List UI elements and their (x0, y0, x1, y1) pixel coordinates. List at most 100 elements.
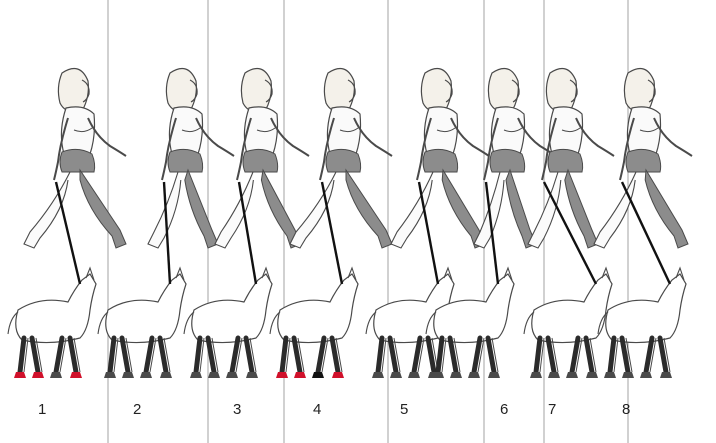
hips-shaded (326, 149, 361, 172)
lead-rope (56, 182, 80, 284)
foal-leg (196, 338, 200, 372)
foal-figure (524, 268, 612, 378)
walker-figure (391, 69, 489, 249)
foal-leg (438, 338, 442, 372)
walker-figure (24, 69, 126, 249)
red-hoof-marker (70, 372, 82, 378)
hips-shaded (60, 149, 95, 172)
lead-rope (322, 182, 342, 284)
hoof (622, 372, 634, 378)
back-leg-outline (290, 172, 336, 248)
foal-figure (184, 268, 272, 378)
foal-leg (110, 338, 114, 372)
red-hoof-marker (14, 372, 26, 378)
hair-shape (546, 69, 576, 113)
foal-body (278, 274, 358, 343)
hoof (566, 372, 578, 378)
back-leg-outline (391, 172, 433, 248)
gait-frame: 8 (594, 69, 692, 419)
hips-shaded (490, 149, 525, 172)
foal-figure (8, 268, 96, 378)
hoof (586, 372, 598, 378)
hoof (208, 372, 220, 378)
hair-shape (324, 69, 354, 113)
hoof (530, 372, 542, 378)
hips-shaded (423, 149, 458, 172)
foal-body (606, 274, 686, 343)
frame-number-label: 2 (133, 401, 141, 418)
back-leg-outline (594, 172, 636, 248)
frame-number-label: 3 (233, 401, 241, 418)
torso-outline (627, 107, 660, 154)
walker-figure (148, 69, 234, 249)
frame-number-label: 1 (38, 401, 46, 418)
foal-body (192, 274, 272, 343)
torso-outline (491, 107, 524, 154)
hoof (160, 372, 172, 378)
front-leg-shaded (185, 170, 218, 248)
walker-figure (215, 69, 309, 249)
front-leg-shaded (565, 170, 598, 248)
torso-outline (327, 107, 360, 154)
red-hoof-marker (332, 372, 344, 378)
front-leg-shaded (80, 170, 126, 248)
torso-outline (61, 107, 94, 154)
torso-outline (549, 107, 582, 154)
hair-shape (241, 69, 271, 113)
foal-body (106, 274, 186, 343)
walker-figure (594, 69, 692, 249)
frame-number-label: 6 (500, 401, 508, 418)
frame-number-label: 7 (548, 401, 556, 418)
hoof (432, 372, 444, 378)
red-hoof-marker (276, 372, 288, 378)
hoof (226, 372, 238, 378)
foal-figure (270, 268, 358, 378)
foal-leg (20, 338, 24, 372)
foal-body (16, 274, 96, 343)
hoof (246, 372, 258, 378)
hoof (640, 372, 652, 378)
foal-leg (536, 338, 540, 372)
hips-shaded (168, 149, 203, 172)
red-hoof-marker (294, 372, 306, 378)
foal-figure (98, 268, 186, 378)
hoof (604, 372, 616, 378)
torso-outline (424, 107, 457, 154)
hips-shaded (243, 149, 278, 172)
hips-shaded (626, 149, 661, 172)
hoof (140, 372, 152, 378)
torso-outline (244, 107, 277, 154)
walker-figure (290, 69, 392, 249)
hair-shape (421, 69, 451, 113)
hair-shape (58, 69, 88, 113)
hair-shape (488, 69, 518, 113)
hoof (450, 372, 462, 378)
foal-leg (378, 338, 382, 372)
hair-shape (624, 69, 654, 113)
red-hoof-marker (32, 372, 44, 378)
hoof (312, 372, 324, 378)
hoof (190, 372, 202, 378)
gait-frame: 4 (270, 69, 392, 419)
hoof (468, 372, 480, 378)
hoof (104, 372, 116, 378)
hoof (488, 372, 500, 378)
frames-group: 1 2 3 4 5 6 7 8 (8, 69, 692, 419)
frame-number-label: 8 (622, 401, 630, 418)
hoof (408, 372, 420, 378)
foal-leg (282, 338, 286, 372)
hoof (548, 372, 560, 378)
frame-number-label: 4 (313, 401, 321, 418)
hair-shape (166, 69, 196, 113)
hips-shaded (548, 149, 583, 172)
walker-figure (528, 69, 614, 249)
front-leg-shaded (645, 170, 688, 248)
foal-leg (610, 338, 614, 372)
hoof (390, 372, 402, 378)
front-leg-shaded (346, 170, 392, 248)
torso-outline (169, 107, 202, 154)
hoof (50, 372, 62, 378)
frame-number-label: 5 (400, 401, 408, 418)
hoof (660, 372, 672, 378)
